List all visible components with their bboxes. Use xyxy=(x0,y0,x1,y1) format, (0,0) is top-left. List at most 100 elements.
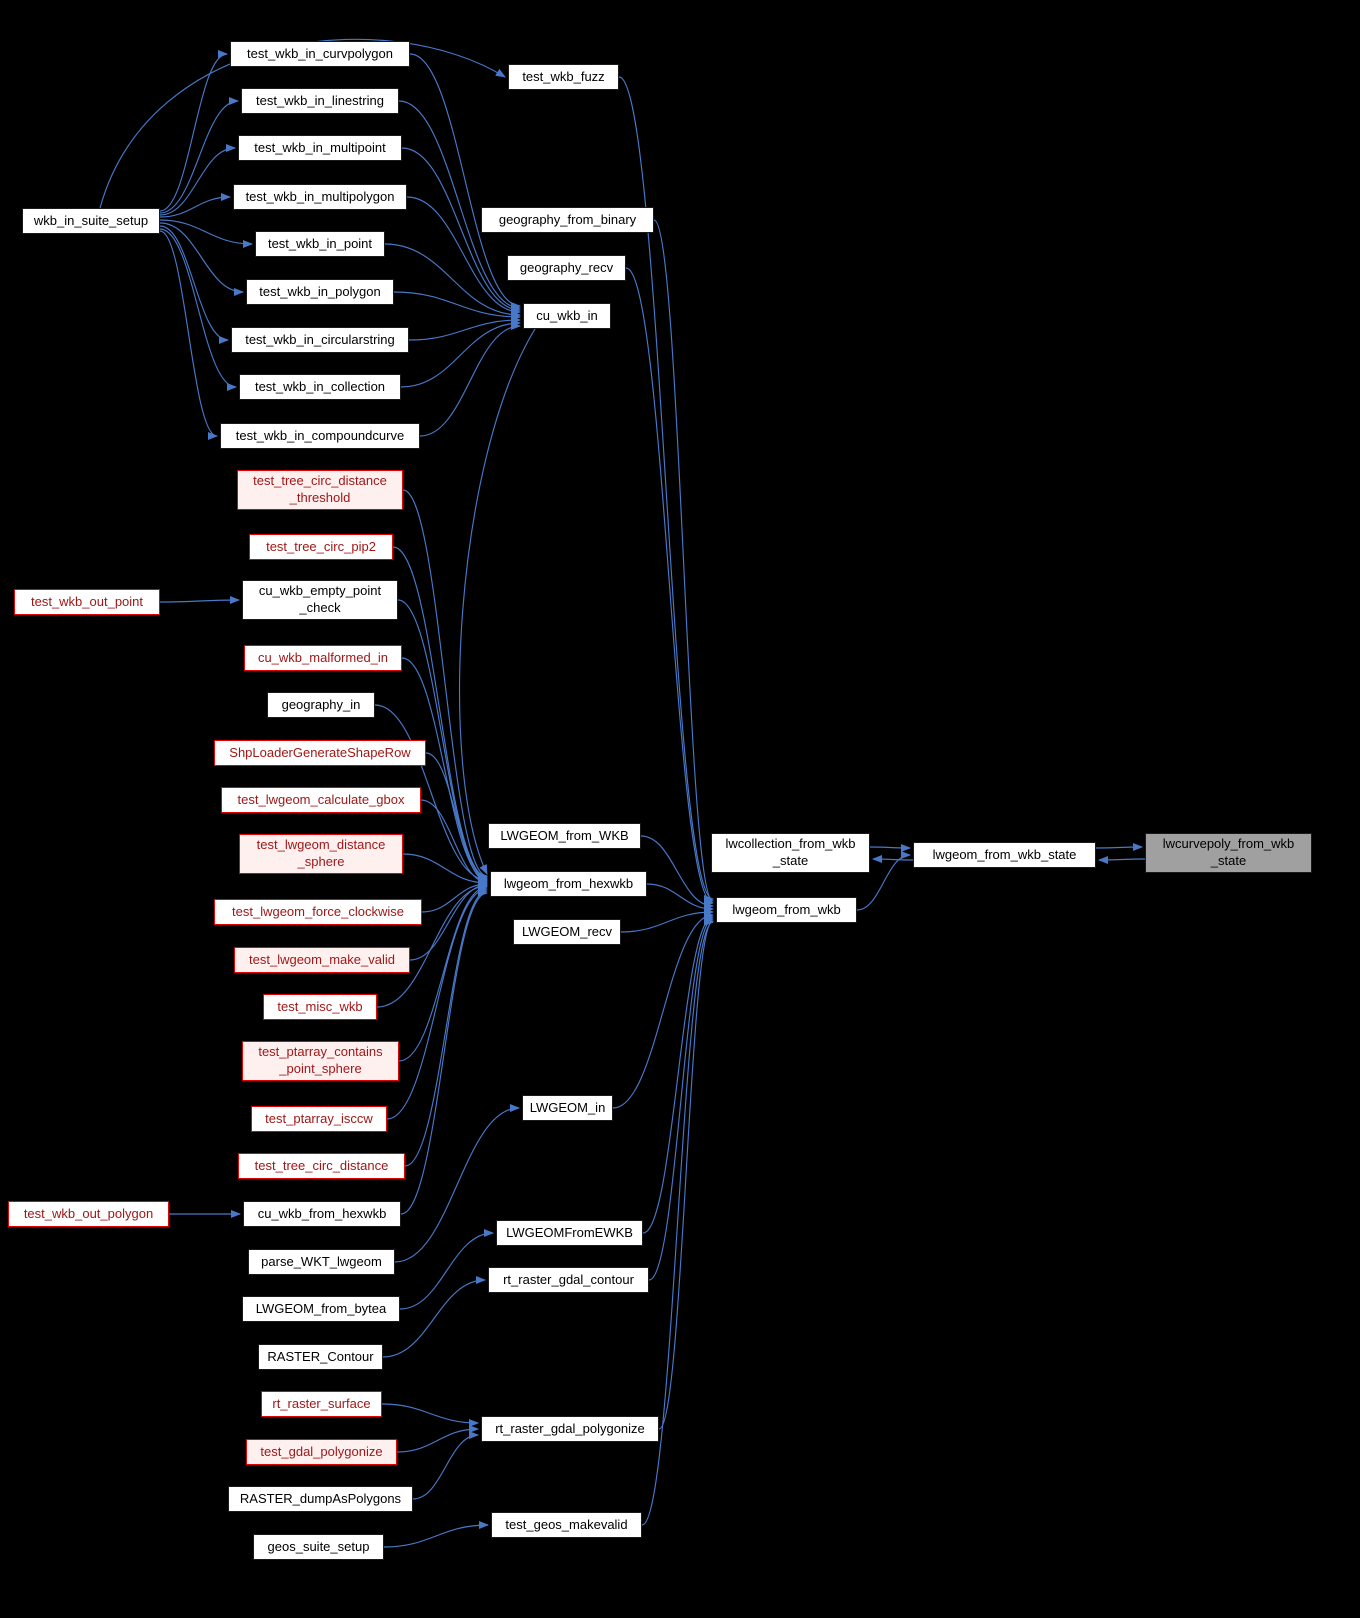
edge-LWGEOM_in--lwgeom_from_wkb xyxy=(612,911,715,1109)
edge-wkb_in_suite_setup--test_wkb_in_multipoint xyxy=(159,143,237,216)
node-test_wkb_in_polygon[interactable]: test_wkb_in_polygon xyxy=(246,279,394,305)
edge-test_wkb_out_point--cu_wkb_empty_point_check xyxy=(159,595,241,605)
node-test_wkb_in_multipolygon[interactable]: test_wkb_in_multipolygon xyxy=(233,184,407,210)
edge-test_wkb_in_multipolygon--cu_wkb_in xyxy=(406,196,522,317)
edge-test_wkb_in_linestring--cu_wkb_in xyxy=(398,100,522,312)
node-lwgeom_from_wkb[interactable]: lwgeom_from_wkb xyxy=(716,897,857,923)
node-lwcurvepoly_from_wkb_state[interactable]: lwcurvepoly_from_wkb _state xyxy=(1145,833,1312,873)
node-cu_wkb_from_hexwkb[interactable]: cu_wkb_from_hexwkb xyxy=(243,1201,401,1227)
edge-LWGEOM_from_bytea--LWGEOMFromEWKB xyxy=(399,1228,495,1310)
edge-test_lwgeom_distance_sphere--lwgeom_from_hexwkb xyxy=(402,853,489,888)
node-LWGEOM_recv[interactable]: LWGEOM_recv xyxy=(513,919,621,945)
node-wkb_in_suite_setup[interactable]: wkb_in_suite_setup xyxy=(22,208,160,234)
edge-rt_raster_gdal_contour--lwgeom_from_wkb xyxy=(648,915,715,1281)
edge-cu_wkb_from_hexwkb--lwgeom_from_hexwkb xyxy=(400,889,489,1215)
edge-RASTER_dumpAsPolygons--rt_raster_gdal_polygonize xyxy=(412,1430,480,1500)
node-geography_from_binary[interactable]: geography_from_binary xyxy=(481,207,654,233)
node-parse_WKT_lwgeom[interactable]: parse_WKT_lwgeom xyxy=(248,1249,395,1275)
edge-test_ptarray_isccw--lwgeom_from_hexwkb xyxy=(386,885,489,1120)
node-test_lwgeom_make_valid[interactable]: test_lwgeom_make_valid xyxy=(234,947,410,973)
edge-test_tree_circ_distance--lwgeom_from_hexwkb xyxy=(404,887,489,1167)
node-LWGEOMFromEWKB[interactable]: LWGEOMFromEWKB xyxy=(496,1220,643,1246)
edge-RASTER_Contour--rt_raster_gdal_contour xyxy=(382,1275,487,1358)
node-RASTER_Contour[interactable]: RASTER_Contour xyxy=(258,1344,383,1370)
node-LWGEOM_in[interactable]: LWGEOM_in xyxy=(522,1095,613,1121)
edge-geography_from_binary--lwgeom_from_wkb xyxy=(653,219,715,905)
node-lwcollection_from_wkb_state[interactable]: lwcollection_from_wkb _state xyxy=(711,833,870,873)
node-rt_raster_surface[interactable]: rt_raster_surface xyxy=(261,1391,382,1417)
node-rt_raster_gdal_polygonize[interactable]: rt_raster_gdal_polygonize xyxy=(481,1416,659,1442)
node-test_wkb_in_compoundcurve[interactable]: test_wkb_in_compoundcurve xyxy=(220,423,420,449)
edge-test_wkb_in_compoundcurve--cu_wkb_in xyxy=(419,321,522,437)
edge-wkb_in_suite_setup--test_wkb_in_circularstring xyxy=(159,225,230,344)
edge-geography_in--lwgeom_from_hexwkb xyxy=(374,704,489,884)
edge-LWGEOMFromEWKB--lwgeom_from_wkb xyxy=(642,913,715,1234)
edge-test_wkb_in_polygon--cu_wkb_in xyxy=(393,291,522,322)
edge-parse_WKT_lwgeom--LWGEOM_in xyxy=(394,1104,521,1263)
edge-ShpLoaderGenerateShapeRow--lwgeom_from_hexwkb xyxy=(425,752,489,885)
node-test_wkb_in_circularstring[interactable]: test_wkb_in_circularstring xyxy=(231,327,409,353)
edge-geography_recv--lwgeom_from_wkb xyxy=(625,267,715,907)
edge-cu_wkb_in--lwgeom_from_hexwkb xyxy=(459,328,536,875)
node-geography_in[interactable]: geography_in xyxy=(267,692,375,718)
node-test_geos_makevalid[interactable]: test_geos_makevalid xyxy=(491,1512,642,1538)
node-test_wkb_out_point[interactable]: test_wkb_out_point xyxy=(14,589,160,615)
node-LWGEOM_from_WKB[interactable]: LWGEOM_from_WKB xyxy=(488,823,641,849)
node-rt_raster_gdal_contour[interactable]: rt_raster_gdal_contour xyxy=(488,1267,649,1293)
node-ShpLoaderGenerateShapeRow[interactable]: ShpLoaderGenerateShapeRow xyxy=(214,740,426,766)
edge-test_tree_circ_pip2--lwgeom_from_hexwkb xyxy=(392,546,489,881)
edge-test_wkb_in_circularstring--cu_wkb_in xyxy=(408,315,522,341)
node-cu_wkb_in[interactable]: cu_wkb_in xyxy=(523,303,611,329)
edge-lwcurvepoly_from_wkb_state--lwgeom_from_wkb_state xyxy=(1097,855,1146,865)
node-geography_recv[interactable]: geography_recv xyxy=(507,255,626,281)
edge-lwgeom_from_wkb_state--lwcurvepoly_from_wkb_state xyxy=(1095,842,1144,852)
node-test_tree_circ_pip2[interactable]: test_tree_circ_pip2 xyxy=(249,534,393,560)
node-test_ptarray_isccw[interactable]: test_ptarray_isccw xyxy=(251,1106,387,1132)
node-RASTER_dumpAsPolygons[interactable]: RASTER_dumpAsPolygons xyxy=(228,1486,413,1512)
edge-rt_raster_gdal_polygonize--lwgeom_from_wkb xyxy=(658,917,715,1430)
edge-cu_wkb_malformed_in--lwgeom_from_hexwkb xyxy=(401,657,489,883)
node-test_gdal_polygonize[interactable]: test_gdal_polygonize xyxy=(246,1439,397,1465)
edge-LWGEOM_from_WKB--lwgeom_from_wkb xyxy=(640,835,715,911)
node-lwgeom_from_hexwkb[interactable]: lwgeom_from_hexwkb xyxy=(490,871,647,897)
edge-test_gdal_polygonize--rt_raster_gdal_polygonize xyxy=(396,1424,480,1453)
edge-test_wkb_in_point--cu_wkb_in xyxy=(384,243,522,320)
edge-wkb_in_suite_setup--test_wkb_in_polygon xyxy=(159,222,245,297)
node-test_wkb_out_polygon[interactable]: test_wkb_out_polygon xyxy=(8,1201,169,1227)
edge-test_wkb_in_multipoint--cu_wkb_in xyxy=(401,147,522,314)
node-test_wkb_in_collection[interactable]: test_wkb_in_collection xyxy=(239,374,401,400)
node-test_lwgeom_force_clockwise[interactable]: test_lwgeom_force_clockwise xyxy=(214,899,422,925)
node-test_ptarray_contains_point_sphere[interactable]: test_ptarray_contains _point_sphere xyxy=(242,1041,399,1081)
node-test_wkb_in_multipoint[interactable]: test_wkb_in_multipoint xyxy=(238,135,402,161)
edge-test_misc_wkb--lwgeom_from_hexwkb xyxy=(376,881,489,1008)
node-test_lwgeom_calculate_gbox[interactable]: test_lwgeom_calculate_gbox xyxy=(221,787,421,813)
edge-lwgeom_from_wkb_state--lwcollection_from_wkb_state xyxy=(871,854,914,864)
node-test_tree_circ_distance_threshold[interactable]: test_tree_circ_distance _threshold xyxy=(237,470,403,510)
edge-lwcollection_from_wkb_state--lwgeom_from_wkb_state xyxy=(869,843,912,853)
edge-test_wkb_in_collection--cu_wkb_in xyxy=(400,318,522,388)
node-test_wkb_in_curvpolygon[interactable]: test_wkb_in_curvpolygon xyxy=(230,41,410,67)
node-test_wkb_fuzz[interactable]: test_wkb_fuzz xyxy=(508,64,619,90)
edge-LWGEOM_recv--lwgeom_from_wkb xyxy=(620,907,715,933)
edge-test_tree_circ_distance_threshold--lwgeom_from_hexwkb xyxy=(402,489,489,880)
node-geos_suite_setup[interactable]: geos_suite_setup xyxy=(253,1534,384,1560)
node-test_wkb_in_linestring[interactable]: test_wkb_in_linestring xyxy=(241,88,399,114)
node-test_tree_circ_distance[interactable]: test_tree_circ_distance xyxy=(238,1153,405,1179)
edge-geos_suite_setup--test_geos_makevalid xyxy=(383,1520,490,1548)
node-cu_wkb_malformed_in[interactable]: cu_wkb_malformed_in xyxy=(244,645,402,671)
edge-wkb_in_suite_setup--test_wkb_in_linestring xyxy=(159,97,240,214)
edge-wkb_in_suite_setup--test_wkb_in_multipolygon xyxy=(159,192,232,218)
edge-test_wkb_in_curvpolygon--cu_wkb_in xyxy=(409,53,522,310)
node-cu_wkb_empty_point_check[interactable]: cu_wkb_empty_point _check xyxy=(242,580,398,620)
node-test_lwgeom_distance_sphere[interactable]: test_lwgeom_distance _sphere xyxy=(239,834,403,874)
edge-wkb_in_suite_setup--test_wkb_in_collection xyxy=(159,228,238,391)
node-LWGEOM_from_bytea[interactable]: LWGEOM_from_bytea xyxy=(242,1296,400,1322)
node-test_wkb_in_point[interactable]: test_wkb_in_point xyxy=(255,231,385,257)
edge-wkb_in_suite_setup--test_wkb_in_curvpolygon xyxy=(159,50,229,212)
edge-cu_wkb_empty_point_check--lwgeom_from_hexwkb xyxy=(397,599,489,882)
edge-test_wkb_fuzz--lwgeom_from_wkb xyxy=(618,76,715,903)
node-lwgeom_from_wkb_state[interactable]: lwgeom_from_wkb_state xyxy=(913,842,1096,868)
node-test_misc_wkb[interactable]: test_misc_wkb xyxy=(263,994,377,1020)
edge-test_geos_makevalid--lwgeom_from_wkb xyxy=(641,918,715,1526)
edge-test_lwgeom_calculate_gbox--lwgeom_from_hexwkb xyxy=(420,799,489,886)
